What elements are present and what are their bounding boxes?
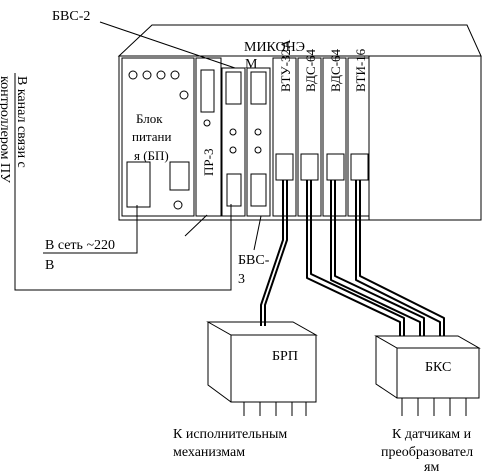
vds64a-connector [300,153,319,181]
psu-label-line2: питани [132,129,171,144]
psu-panel [121,57,195,217]
bvs3-indicator [254,146,262,154]
bvs2-connector-top [225,71,242,105]
bvs2-panel [221,67,246,217]
psu-label-line3: я (БП) [134,148,169,163]
indicator-lamp [179,90,189,100]
enclosure-front-face [118,55,482,221]
bvs2-connector-bottom [226,173,242,207]
actuators-label-line1: К исполнительным [173,427,287,442]
actuators-label-line2: механизмам [173,445,245,460]
sensors-label-line3: ям [424,460,439,473]
brp-side-face [207,322,232,403]
cable-vds64b-bks [334,180,425,336]
bvs3-label-line1: БВС- [238,253,270,268]
vtu32a-label: ВТУ-32А [278,39,293,92]
channel-line [14,73,232,291]
bks-label: БКС [425,360,451,375]
bvs3-label-line2: 3 [238,272,245,287]
mains-label-line1: В сеть ~220 [45,238,115,253]
bvs2-label: БВС-2 [52,9,90,24]
indicator-lamp [142,70,152,80]
bvs2-module [221,67,246,217]
pr3-panel [195,57,222,217]
vds64a-panel [297,57,322,217]
indicator-lamp [170,70,180,80]
bvs3-connector-bottom [250,173,267,207]
bvs3-indicator [254,128,262,136]
vti16-connector [350,153,369,181]
brp-front-face [230,334,317,403]
cable-vtu32a-brp [260,180,284,326]
pr3-label: ПР-3 [201,149,216,176]
bks-side-face [375,336,398,399]
vds64a-module [297,57,322,217]
pr3-indicator [203,119,211,127]
vds64b-label: ВДС-64 [328,48,343,92]
mikonm-label-line1: МИКОНЭ [244,40,305,55]
bvs2-indicator [229,146,237,154]
pr3-leader-line [184,214,208,237]
psu-fuse [173,200,183,210]
bvs3-connector-top [250,71,267,105]
bvs3-panel [246,67,271,217]
mikonm-label-line2: М [245,57,258,72]
sensors-label-line1: К датчикам и [392,427,472,442]
psu-switch [169,161,190,191]
channel-label-line2: контроллером ПУ [0,76,12,183]
vti16-label: ВТИ-16 [353,48,368,92]
cables [260,180,445,336]
channel-label-line1: В канал связи с [14,76,29,168]
bks-box [374,335,481,416]
cable-vti16-bks [355,180,441,336]
mains-line [43,205,138,254]
cable-vtu32a-brp [264,180,288,326]
brp-box [206,321,318,416]
vds64a-label: ВДС-64 [303,48,318,92]
power-supply-module [121,57,195,217]
psu-label-line1: Блок [136,111,163,126]
bks-top-face [374,335,481,349]
psu-connector [126,161,151,208]
indicator-lamp [156,70,166,80]
cable-vds64b-bks [330,180,421,336]
mains-label-line2: В [45,258,54,273]
vds64b-connector [326,153,345,181]
vtu32a-module [272,57,297,217]
indicator-lamp [128,70,138,80]
cable-vti16-bks [359,180,445,336]
sensors-label-line2: преобразовател [381,445,473,460]
vti16-panel [347,57,370,217]
pr3-connector [200,69,215,113]
bvs3-module [246,67,271,217]
brp-label: БРП [272,349,298,364]
vtu32a-connector [275,153,294,181]
bvs2-leader-line [99,21,236,69]
cable-vds64a-bks [310,180,405,336]
vtu32a-panel [272,57,297,217]
pr3-module [195,57,222,217]
bvs2-indicator [229,128,237,136]
bks-front-face [396,347,480,399]
bvs3-leader-line [253,215,262,251]
cable-vds64a-bks [306,180,401,336]
